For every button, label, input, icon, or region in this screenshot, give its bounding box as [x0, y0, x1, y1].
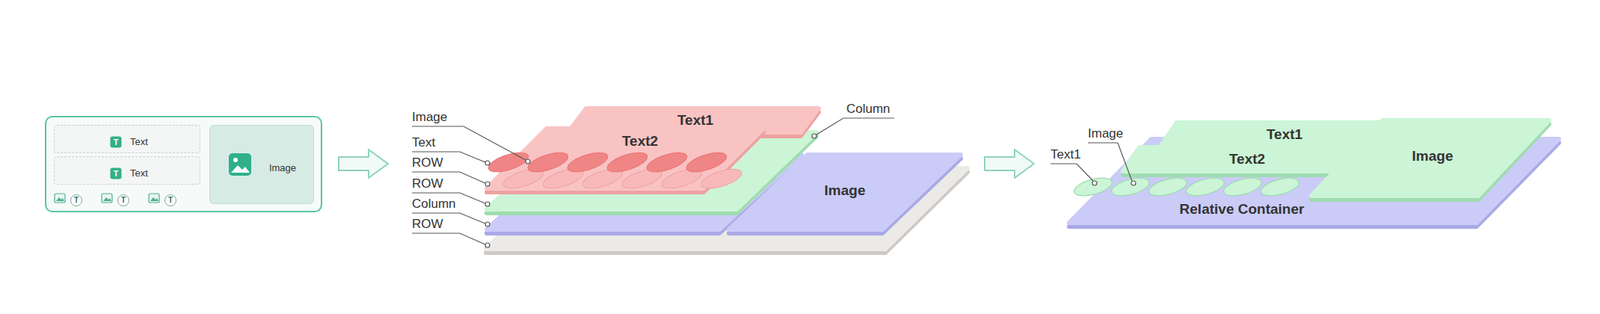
- label-wrap: Image: [1087, 133, 1123, 149]
- item-oval: [644, 148, 689, 176]
- layer-label: Text: [411, 135, 436, 151]
- item-oval: [565, 148, 610, 176]
- node-text: Image: [269, 162, 297, 174]
- item-oval: [1072, 174, 1114, 200]
- text-wrap: T: [115, 171, 128, 185]
- node-text: Text2: [1229, 151, 1266, 168]
- item-oval: [1184, 174, 1226, 200]
- image-box: Image: [209, 124, 315, 205]
- node-text: Image: [1412, 148, 1454, 165]
- text-wrap: Image: [282, 165, 310, 180]
- node-text: Text1: [677, 112, 714, 129]
- layer-label: ROW: [411, 216, 444, 232]
- flow-arrow: [984, 149, 1035, 178]
- node-text: Text2: [622, 133, 658, 150]
- layer-face: [728, 154, 961, 230]
- item-oval: [1259, 174, 1301, 200]
- item-oval: [1146, 174, 1189, 200]
- text-layer: Text2: [1122, 147, 1368, 172]
- icon-letter: T: [110, 136, 122, 149]
- label-wrap: T: [123, 198, 136, 213]
- item-oval: [684, 148, 729, 176]
- leader-dots: [485, 133, 1136, 248]
- text-icon: T: [117, 194, 130, 207]
- layer-label: Image: [1087, 126, 1123, 142]
- label-wrap: T: [76, 198, 89, 213]
- item-oval: [485, 148, 531, 176]
- ui-panel: [45, 116, 322, 212]
- text-wrap: Text: [139, 139, 158, 154]
- image-layer: Image: [728, 154, 961, 230]
- image-layer: Image: [1311, 120, 1550, 196]
- text-wrap: Text: [139, 171, 158, 185]
- label-wrap: Column: [846, 109, 891, 125]
- node-text: Image: [824, 182, 866, 199]
- node-text: Text: [130, 167, 149, 179]
- text-icon: T: [164, 194, 177, 207]
- flow-arrow: [338, 149, 389, 178]
- layer-label: Image: [411, 109, 448, 125]
- layer-label: ROW: [411, 176, 444, 192]
- text-wrap: Image: [844, 190, 886, 208]
- text-wrap: Relative Container: [1241, 209, 1367, 226]
- layer-label: Column: [411, 196, 457, 212]
- item-ovals: [485, 148, 1301, 200]
- text-box: TText: [53, 124, 201, 154]
- node-text: Relative Container: [1179, 201, 1305, 218]
- item-oval: [1221, 174, 1263, 200]
- text-icon: T: [70, 194, 83, 207]
- node-text: Text: [130, 136, 149, 148]
- node-text: Text1: [1266, 126, 1303, 143]
- text-wrap: T: [115, 139, 128, 154]
- text-wrap: Text2: [1247, 159, 1283, 176]
- text-box: TText: [53, 156, 201, 185]
- item-oval: [604, 148, 649, 176]
- label-wrap: Image: [411, 117, 448, 133]
- label-wrap: Text1: [1050, 154, 1082, 170]
- layer-label: ROW: [411, 155, 444, 171]
- image-icon: [228, 153, 252, 176]
- label-wrap: ROW: [411, 162, 444, 178]
- text-wrap: Image: [1432, 156, 1474, 173]
- label-wrap: ROW: [411, 224, 444, 240]
- layer-face: [1311, 120, 1550, 196]
- layer-label: Text1: [1050, 147, 1082, 163]
- layer-label: Column: [846, 101, 891, 117]
- icon-letter: T: [110, 168, 122, 180]
- leader-lines: [411, 118, 1132, 245]
- item-oval: [525, 148, 570, 176]
- label-wrap: T: [170, 198, 183, 213]
- layer-face: [1122, 147, 1368, 172]
- item-oval: [1109, 174, 1151, 200]
